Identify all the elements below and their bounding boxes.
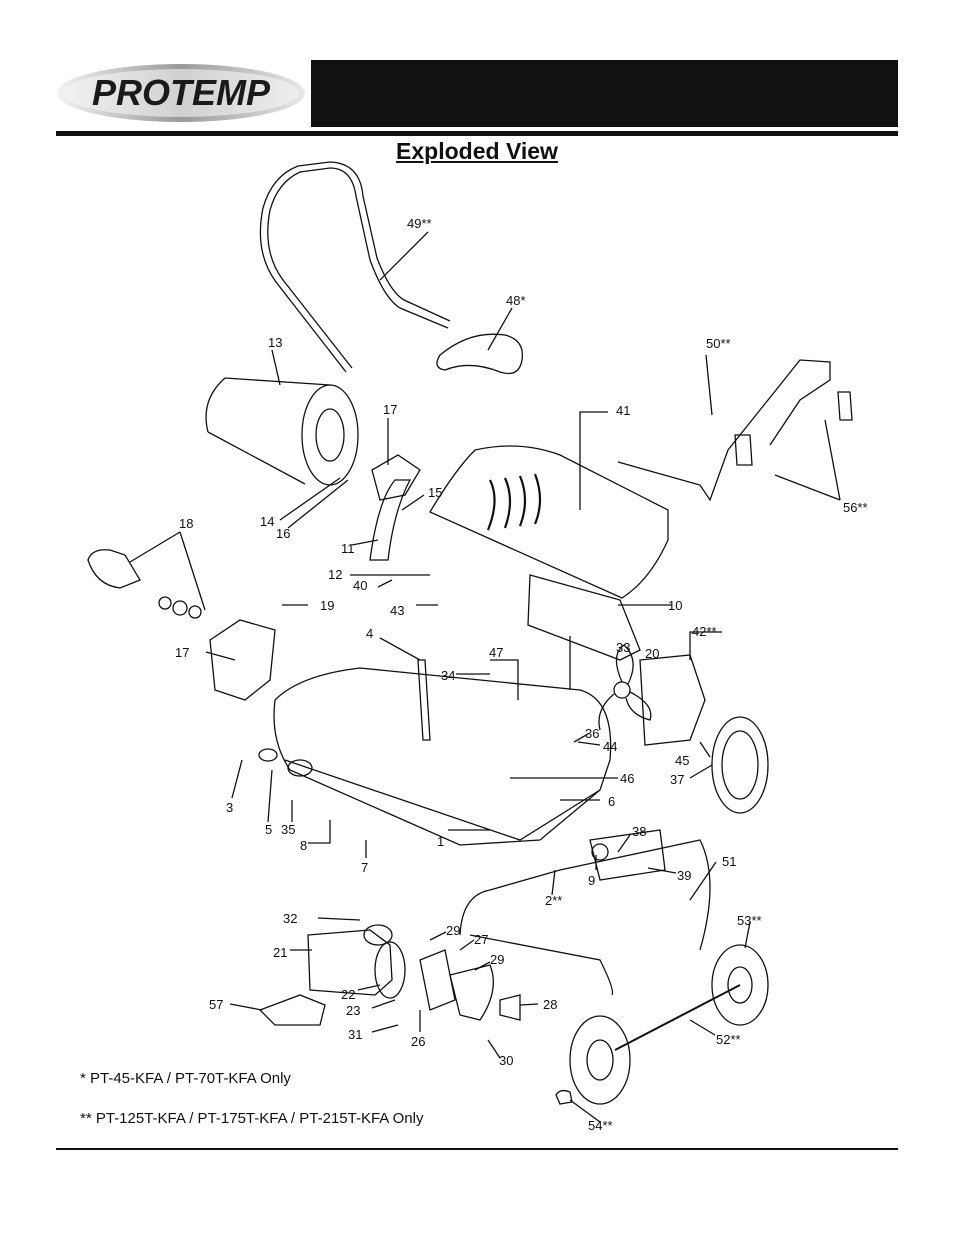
header-rule: [56, 131, 898, 136]
combustion-chamber: [301, 384, 359, 486]
part-label: 10: [668, 598, 682, 613]
part-label: 7: [361, 860, 368, 875]
part-label: 35: [281, 822, 295, 837]
part-label: 47: [489, 645, 503, 660]
rear-handle: [617, 359, 831, 502]
part-label: 33: [616, 640, 630, 655]
part-label: 14: [260, 514, 274, 529]
part-label: 26: [411, 1034, 425, 1049]
part-label: 30: [499, 1053, 513, 1068]
wheel-right: [711, 944, 769, 1026]
pump-motor: [307, 929, 393, 996]
part-label: 44: [603, 739, 617, 754]
part-label: 56**: [843, 500, 868, 515]
part-label: 46: [620, 771, 634, 786]
part-label: 9: [588, 873, 595, 888]
part-label: 15: [428, 485, 442, 500]
fan-lower: [209, 619, 276, 701]
part-label: 1: [437, 834, 444, 849]
base-frame: [459, 839, 711, 996]
part-label: 43: [390, 603, 404, 618]
page-header: PROTEMP: [0, 0, 954, 140]
part-label: 36: [585, 726, 599, 741]
part-label: 50**: [706, 336, 731, 351]
part-label: 17: [383, 402, 397, 417]
part-label: 18: [179, 516, 193, 531]
part-label: 38: [632, 824, 646, 839]
part-label: 49**: [407, 216, 432, 231]
part-label: 6: [608, 794, 615, 809]
mounting-plate: [258, 994, 326, 1026]
upper-shell: [429, 445, 669, 599]
part-label: 3: [226, 800, 233, 815]
part-label: 40: [353, 578, 367, 593]
wheel-left: [569, 1015, 631, 1105]
motor: [639, 654, 706, 746]
part-label: 57: [209, 997, 223, 1012]
part-label: 20: [645, 646, 659, 661]
part-label: 5: [265, 822, 272, 837]
part-label: 16: [276, 526, 290, 541]
part-label: 52**: [716, 1032, 741, 1047]
part-label: 48*: [506, 293, 526, 308]
part-label: 39: [677, 868, 691, 883]
nozzle: [87, 549, 141, 589]
part-label: 4: [366, 626, 373, 641]
part-label: 42**: [692, 624, 717, 639]
fan-upper: [371, 454, 421, 501]
part-label: 53**: [737, 913, 762, 928]
part-label: 12: [328, 567, 342, 582]
part-label: 41: [616, 403, 630, 418]
part-label: 19: [320, 598, 334, 613]
logo-swoosh-icon: [57, 64, 305, 122]
part-label: 51: [722, 854, 736, 869]
part-label: 32: [283, 911, 297, 926]
part-label: 8: [300, 838, 307, 853]
page-title: Exploded View: [396, 138, 558, 164]
part-label: 31: [348, 1027, 362, 1042]
part-label: 34: [441, 668, 455, 683]
title-bar: [311, 60, 898, 127]
footnote-double-star: ** PT-125T-KFA / PT-175T-KFA / PT-215T-K…: [80, 1110, 424, 1127]
part-label: 29: [490, 952, 504, 967]
part-label: 22: [341, 987, 355, 1002]
logo-wordmark: PROTEMP: [91, 72, 270, 113]
part-label: 54**: [588, 1118, 613, 1133]
part-label: 21: [273, 945, 287, 960]
part-label: 28: [543, 997, 557, 1012]
handle-bar: [267, 167, 449, 369]
fuel-tank: [273, 667, 612, 846]
part-label: 37: [670, 772, 684, 787]
protemp-logo: PROTEMP: [56, 60, 306, 126]
part-label: 29: [446, 923, 460, 938]
footer-rule: [56, 1148, 898, 1150]
grip: [436, 333, 524, 375]
part-label: 13: [268, 335, 282, 350]
control-box: [589, 829, 666, 881]
footnote-single-star: * PT-45-KFA / PT-70T-KFA Only: [80, 1070, 291, 1087]
part-label: 17: [175, 645, 189, 660]
part-label: 2**: [545, 893, 562, 908]
part-label: 11: [341, 541, 355, 556]
part-label: 23: [346, 1003, 360, 1018]
part-label: 45: [675, 753, 689, 768]
part-label: 27: [474, 932, 488, 947]
